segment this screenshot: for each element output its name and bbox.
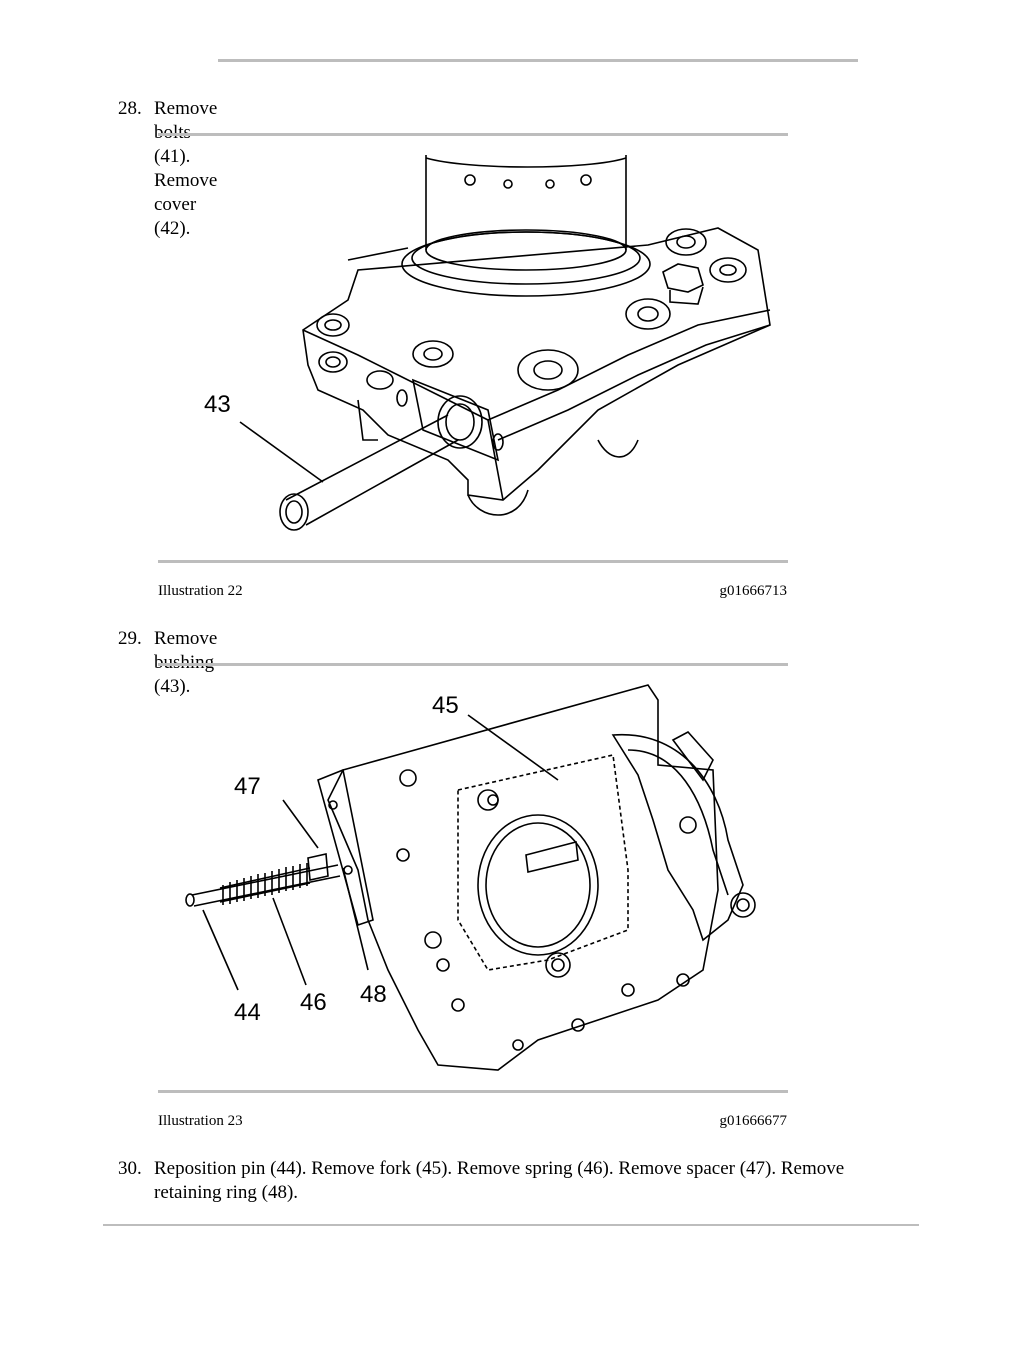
step-30: 30. Reposition pin (44). Remove fork (45… bbox=[118, 1157, 918, 1207]
callout-label: 44 bbox=[234, 999, 261, 1026]
step-text: Remove bushing (43). bbox=[154, 628, 218, 697]
figure-top-rule bbox=[158, 133, 788, 136]
step-text-line-2: retaining ring (48). bbox=[154, 1182, 299, 1203]
callout-label: 47 bbox=[234, 773, 261, 800]
figure-bottom-rule bbox=[158, 560, 788, 563]
illustration-code: g01666713 bbox=[719, 583, 788, 599]
step-text-line-1: Reposition pin (44). Remove fork (45). R… bbox=[154, 1158, 845, 1179]
step-number: 29. bbox=[118, 628, 142, 649]
illustration-code: g01666677 bbox=[719, 1113, 788, 1129]
illustration-caption: Illustration 22 bbox=[158, 583, 243, 599]
illustration-23-drawing: 45 47 44 46 48 bbox=[185, 684, 756, 1071]
step-number: 28. bbox=[118, 98, 142, 119]
callout-label: 48 bbox=[360, 981, 387, 1008]
figure-top-rule bbox=[158, 663, 788, 666]
illustration-caption: Illustration 23 bbox=[158, 1113, 243, 1129]
figure-bottom-rule bbox=[158, 1090, 788, 1093]
step-number: 30. bbox=[118, 1158, 142, 1179]
bottom-rule bbox=[103, 1224, 919, 1226]
illustration-22-drawing: 43 bbox=[204, 155, 771, 531]
callout-label: 43 bbox=[204, 391, 231, 418]
top-rule bbox=[218, 59, 858, 62]
step-text: Remove bolts (41). Remove cover (42). bbox=[154, 98, 218, 239]
callout-label: 46 bbox=[300, 989, 327, 1016]
callout-label: 45 bbox=[432, 692, 459, 719]
